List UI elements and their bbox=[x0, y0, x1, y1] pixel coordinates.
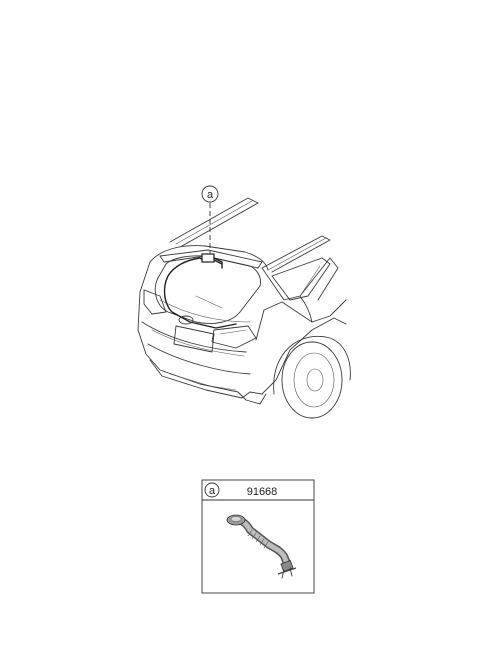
callout-letter: a bbox=[207, 189, 214, 201]
callout-marker: a bbox=[201, 185, 219, 203]
parts-box: a 91668 bbox=[201, 479, 315, 594]
harness-grommet-part bbox=[226, 514, 297, 579]
parts-box-letter: a bbox=[209, 485, 216, 497]
vehicle-rear-illustration bbox=[137, 197, 351, 419]
parts-box-callout-marker bbox=[204, 482, 220, 498]
part-number: 91668 bbox=[247, 486, 278, 498]
